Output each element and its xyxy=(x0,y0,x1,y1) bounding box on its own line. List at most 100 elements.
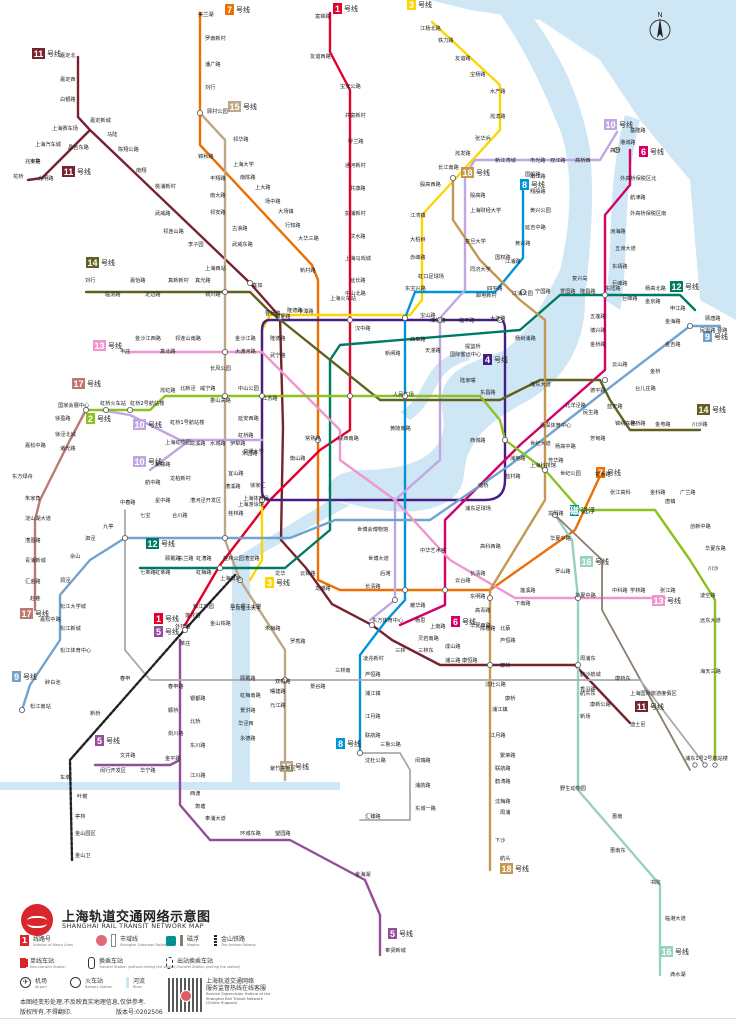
station-label[interactable]: 松江大学城 xyxy=(60,602,87,610)
station-label[interactable]: 市光路 xyxy=(530,156,546,164)
station-label[interactable]: 殷高西路 xyxy=(420,180,442,188)
station-label[interactable]: 顾村公园 xyxy=(207,107,228,115)
station-label[interactable]: 刘行 xyxy=(205,83,215,91)
station-label[interactable]: 望园路 xyxy=(275,829,291,837)
station-label[interactable]: 川沙 xyxy=(708,566,718,572)
station-label[interactable]: 铁力路 xyxy=(438,36,454,44)
station-label[interactable]: 漕盈路 xyxy=(25,536,41,544)
station-label[interactable]: 三林南 xyxy=(335,666,351,674)
station-label[interactable]: 东川路 xyxy=(190,741,206,749)
station-label[interactable]: 武威东路 xyxy=(232,240,254,248)
station-label[interactable]: 长清路 xyxy=(470,569,486,577)
station-label[interactable]: 昌吉东路 xyxy=(68,143,90,151)
station-label[interactable]: 源深体育中心 xyxy=(540,421,571,429)
station-label[interactable]: 徐家汇 xyxy=(250,481,266,489)
station-label[interactable]: 虹莘路 xyxy=(155,568,171,576)
station-label[interactable]: 潘广路 xyxy=(205,60,221,68)
station-label[interactable]: 鹤沙航城 xyxy=(580,670,602,678)
station-label[interactable]: 天潼路 xyxy=(425,346,441,354)
suburban-branch[interactable] xyxy=(359,752,411,821)
line-18-path[interactable] xyxy=(451,176,547,872)
station-label[interactable]: 江月路 xyxy=(365,712,381,720)
station-label[interactable]: 南陈路 xyxy=(240,173,256,181)
station-label[interactable]: 高青路 xyxy=(475,606,491,614)
station-label[interactable]: 金沙江西路 xyxy=(135,334,162,342)
station-label[interactable]: 莘庄 xyxy=(180,639,190,647)
station-label[interactable]: 徐泾北城 xyxy=(55,430,77,438)
station-label[interactable]: 曲阜路 xyxy=(410,335,426,343)
station-label[interactable]: 九亭 xyxy=(103,522,113,530)
line-2-path[interactable] xyxy=(84,394,717,762)
station-label[interactable]: 迪士尼 xyxy=(630,720,646,728)
station-label[interactable]: 刘行 xyxy=(85,276,95,284)
station-label[interactable]: 南大路 xyxy=(210,191,226,199)
station-label[interactable]: 临平路 xyxy=(459,316,475,324)
station-label[interactable]: 惠南东 xyxy=(610,846,626,854)
station-label[interactable]: 呼兰路 xyxy=(348,137,364,145)
station-label[interactable]: 国帆路 xyxy=(525,170,541,178)
line-16-path[interactable] xyxy=(553,513,662,977)
station-label[interactable]: 隆昌路 xyxy=(580,287,596,295)
station-label[interactable]: 上海西站 xyxy=(205,264,226,272)
station-label[interactable]: 高桥西 xyxy=(575,156,591,164)
station-label[interactable]: 中华艺术宫 xyxy=(420,546,446,554)
station-label[interactable]: 陈翔公路 xyxy=(118,145,140,153)
station-label[interactable]: 新桥 xyxy=(90,709,101,717)
station-label[interactable]: 汉中路 xyxy=(355,324,371,332)
station-label[interactable]: 基隆路 xyxy=(630,126,646,134)
station-label[interactable]: 黄陂南路 xyxy=(390,424,412,432)
station-label[interactable]: 北桥 xyxy=(190,717,201,725)
station-label[interactable]: 行知路 xyxy=(285,221,301,229)
station-label[interactable]: 淞虹路 xyxy=(160,386,176,394)
station-label[interactable]: 大场镇 xyxy=(278,207,294,215)
station-label[interactable]: 龙溪路 xyxy=(190,439,206,447)
maglev-path[interactable] xyxy=(554,514,691,771)
station-label[interactable]: 友谊西路 xyxy=(310,52,332,60)
line-17-path[interactable] xyxy=(33,408,88,612)
station-label[interactable]: 富锦路 xyxy=(315,12,331,20)
station-label[interactable]: 复旦大学 xyxy=(465,237,486,245)
station-label[interactable]: 延安西路 xyxy=(238,414,260,422)
qr-code[interactable] xyxy=(168,978,202,1012)
station-label[interactable]: 顾唐路 xyxy=(705,314,721,322)
station-label[interactable]: 三林 xyxy=(395,646,406,654)
station-label[interactable]: 祁连山路 xyxy=(163,227,185,235)
station-label[interactable]: 三林东 xyxy=(418,646,434,654)
line-14-path[interactable] xyxy=(84,290,702,432)
station-label[interactable]: 顾戴路 xyxy=(240,674,256,682)
station-label[interactable]: 巨峰路 xyxy=(612,279,628,287)
station-label[interactable]: 铜川路 xyxy=(205,290,221,298)
station-label[interactable]: 共富新村 xyxy=(345,111,366,119)
station-label[interactable]: 桃浦新村 xyxy=(155,182,176,190)
station-label[interactable]: 虹梅南路 xyxy=(240,691,262,699)
station-label[interactable]: 水城路 xyxy=(210,439,226,447)
station-label[interactable]: 场中路 xyxy=(265,197,281,205)
station-label[interactable]: 东方体育中心 xyxy=(372,616,403,624)
station-label[interactable]: 航头 xyxy=(500,854,510,862)
station-label[interactable]: 周浦东 xyxy=(580,654,596,662)
station-label[interactable]: 淞滨路 xyxy=(490,112,506,120)
station-label[interactable]: 汶水路 xyxy=(350,232,366,240)
station-label[interactable]: 宋园路 xyxy=(242,449,258,457)
station-label[interactable]: 上南路 xyxy=(430,622,446,630)
station-label[interactable]: 李子园 xyxy=(188,240,204,248)
station-label[interactable]: 隆德路 xyxy=(287,306,303,314)
station-label[interactable]: 洞泾 xyxy=(60,576,70,584)
station-label[interactable]: 芦恒路 xyxy=(500,636,516,644)
station-label[interactable]: 江浦公园 xyxy=(512,289,533,297)
station-label[interactable]: 浦江镇 xyxy=(365,689,381,697)
station-label[interactable]: 蓝村路 xyxy=(505,472,521,480)
station-label[interactable]: 学林路 xyxy=(630,586,646,594)
station-label[interactable]: 兆丰路 xyxy=(25,157,41,165)
station-label[interactable]: 世纪大道 xyxy=(530,439,551,447)
